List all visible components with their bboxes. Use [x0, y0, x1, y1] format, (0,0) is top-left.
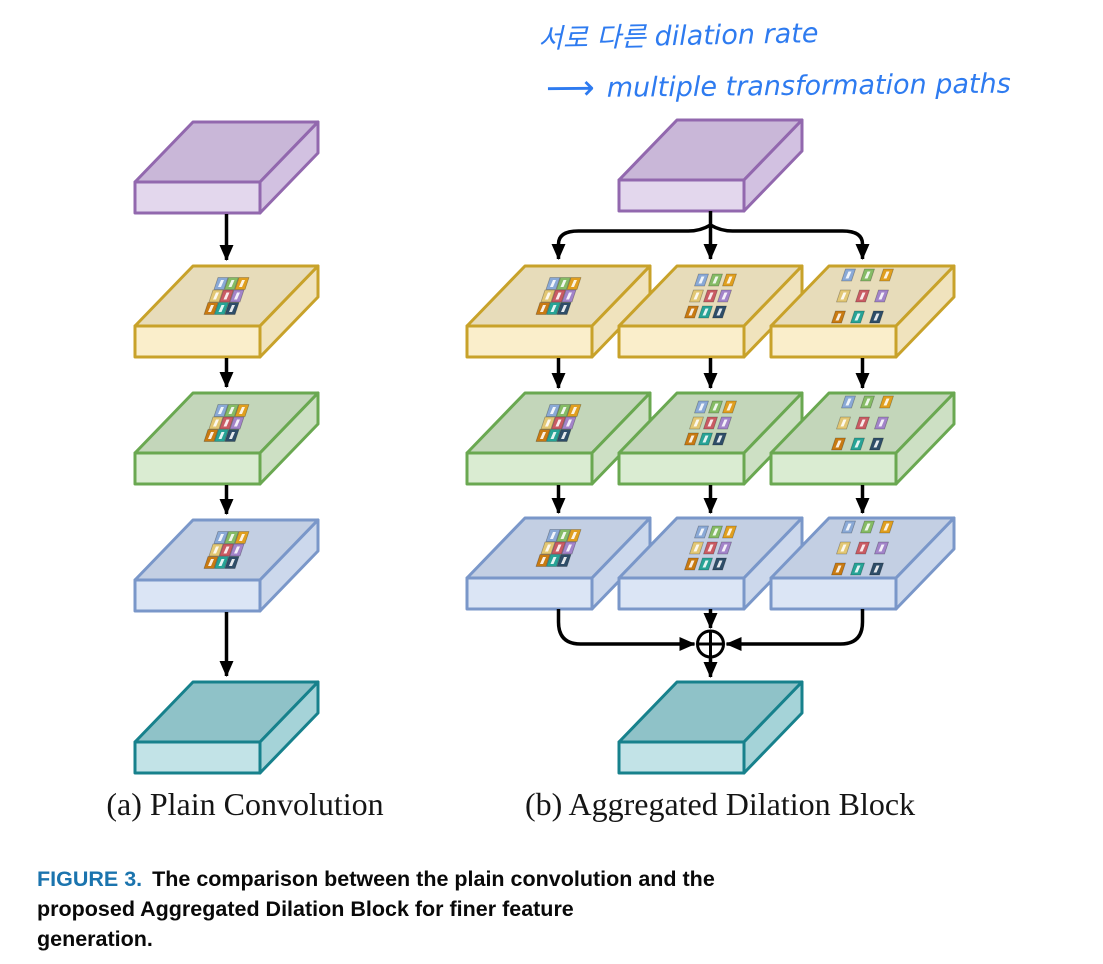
b-output-feature-map-teal	[617, 680, 804, 775]
subfigure-a-caption: (a) Plain Convolution	[106, 786, 384, 822]
b-path3-conv-layer-blue-d3	[769, 516, 956, 611]
a-output-feature-map-teal	[133, 680, 320, 775]
b-path1-conv-layer-green-d1	[465, 391, 652, 486]
kernel-grid-dilation-2	[684, 400, 737, 446]
kernel-grid-dilation-3	[831, 520, 894, 576]
kernel-grid-dilation-1	[535, 529, 582, 567]
b-path2-conv-layer-blue-d2	[617, 516, 804, 611]
b-path2-conv-layer-green-d2	[617, 391, 804, 486]
merge-add-icon	[696, 629, 725, 659]
b-path1-conv-layer-blue-d1	[465, 516, 652, 611]
kernel-grid-dilation-1	[203, 531, 250, 569]
kernel-grid-dilation-2	[684, 525, 737, 571]
kernel-grid-dilation-1	[203, 277, 250, 315]
subfigure-b-caption: (b) Aggregated Dilation Block	[524, 786, 916, 822]
figure-caption: FIGURE 3. The comparison between the plai…	[37, 864, 1067, 954]
merge-arrow-right	[725, 609, 865, 651]
b-path3-conv-layer-green-d3	[769, 391, 956, 486]
kernel-grid-dilation-3	[831, 268, 894, 324]
branch-arrow-right	[709, 223, 870, 260]
a-input-feature-map-purple	[133, 120, 320, 215]
figure-caption-line1: FIGURE 3. The comparison between the plai…	[37, 864, 1067, 894]
handwritten-note-line2-text: multiple transformation paths	[606, 68, 1011, 104]
figure-caption-line1-text: The comparison between the plain convolu…	[152, 867, 715, 891]
b-path2-conv-layer-yellow-d2	[617, 264, 804, 359]
b-input-feature-map-purple	[617, 118, 804, 213]
branch-arrow-left	[551, 223, 712, 260]
kernel-grid-dilation-2	[684, 273, 737, 319]
kernel-grid-dilation-1	[535, 277, 582, 315]
figure-caption-line3: generation.	[37, 927, 153, 951]
b-path1-conv-layer-yellow-d1	[465, 264, 652, 359]
kernel-grid-dilation-1	[203, 404, 250, 442]
figure-caption-line2: proposed Aggregated Dilation Block for f…	[37, 897, 574, 921]
kernel-grid-dilation-3	[831, 395, 894, 451]
a-conv-layer-green	[133, 391, 320, 486]
handwritten-note-line1: 서로 다른 dilation rate	[537, 18, 819, 55]
handwritten-note-line2: ⟶ multiple transformation paths	[545, 64, 1011, 109]
merge-arrow-left	[556, 609, 696, 651]
a-conv-layer-blue	[133, 518, 320, 613]
handwritten-arrow-icon: ⟶	[545, 67, 593, 109]
kernel-grid-dilation-1	[535, 404, 582, 442]
b-path3-conv-layer-yellow-d3	[769, 264, 956, 359]
figure-number-label: FIGURE 3.	[37, 867, 143, 891]
a-conv-layer-yellow	[133, 264, 320, 359]
